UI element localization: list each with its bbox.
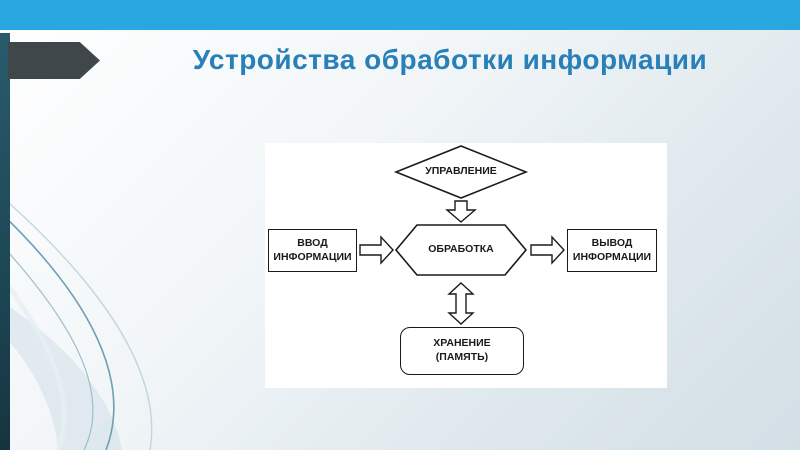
top-accent-bar <box>0 0 800 30</box>
input-node: ВВОД ИНФОРМАЦИИ <box>268 229 357 272</box>
arrow-control-to-processing <box>445 200 477 223</box>
swoosh-line-inner <box>0 242 94 450</box>
swoosh-highlight <box>0 273 67 450</box>
swoosh-line-mid <box>0 211 115 450</box>
arrow-processing-storage-double <box>447 282 475 325</box>
storage-node: ХРАНЕНИЕ (ПАМЯТЬ) <box>400 327 524 375</box>
arrow-input-to-processing <box>359 235 394 265</box>
diagram-shapes <box>359 145 565 325</box>
diagram-panel: УПРАВЛЕНИЕ ОБРАБОТКА ВВОД ИНФОРМАЦИИ ВЫВ… <box>265 143 667 388</box>
output-node: ВЫВОД ИНФОРМАЦИИ <box>567 229 657 272</box>
swoosh-band <box>0 300 122 450</box>
pennant-arrow-shape <box>8 42 100 79</box>
arrow-processing-to-output <box>530 235 565 265</box>
slide-title: Устройства обработки информации <box>192 44 708 75</box>
left-accent-stripe <box>0 33 10 450</box>
control-node-diamond <box>393 145 529 199</box>
swoosh-line-outer <box>0 194 153 450</box>
processing-node-hexagon <box>394 224 528 276</box>
